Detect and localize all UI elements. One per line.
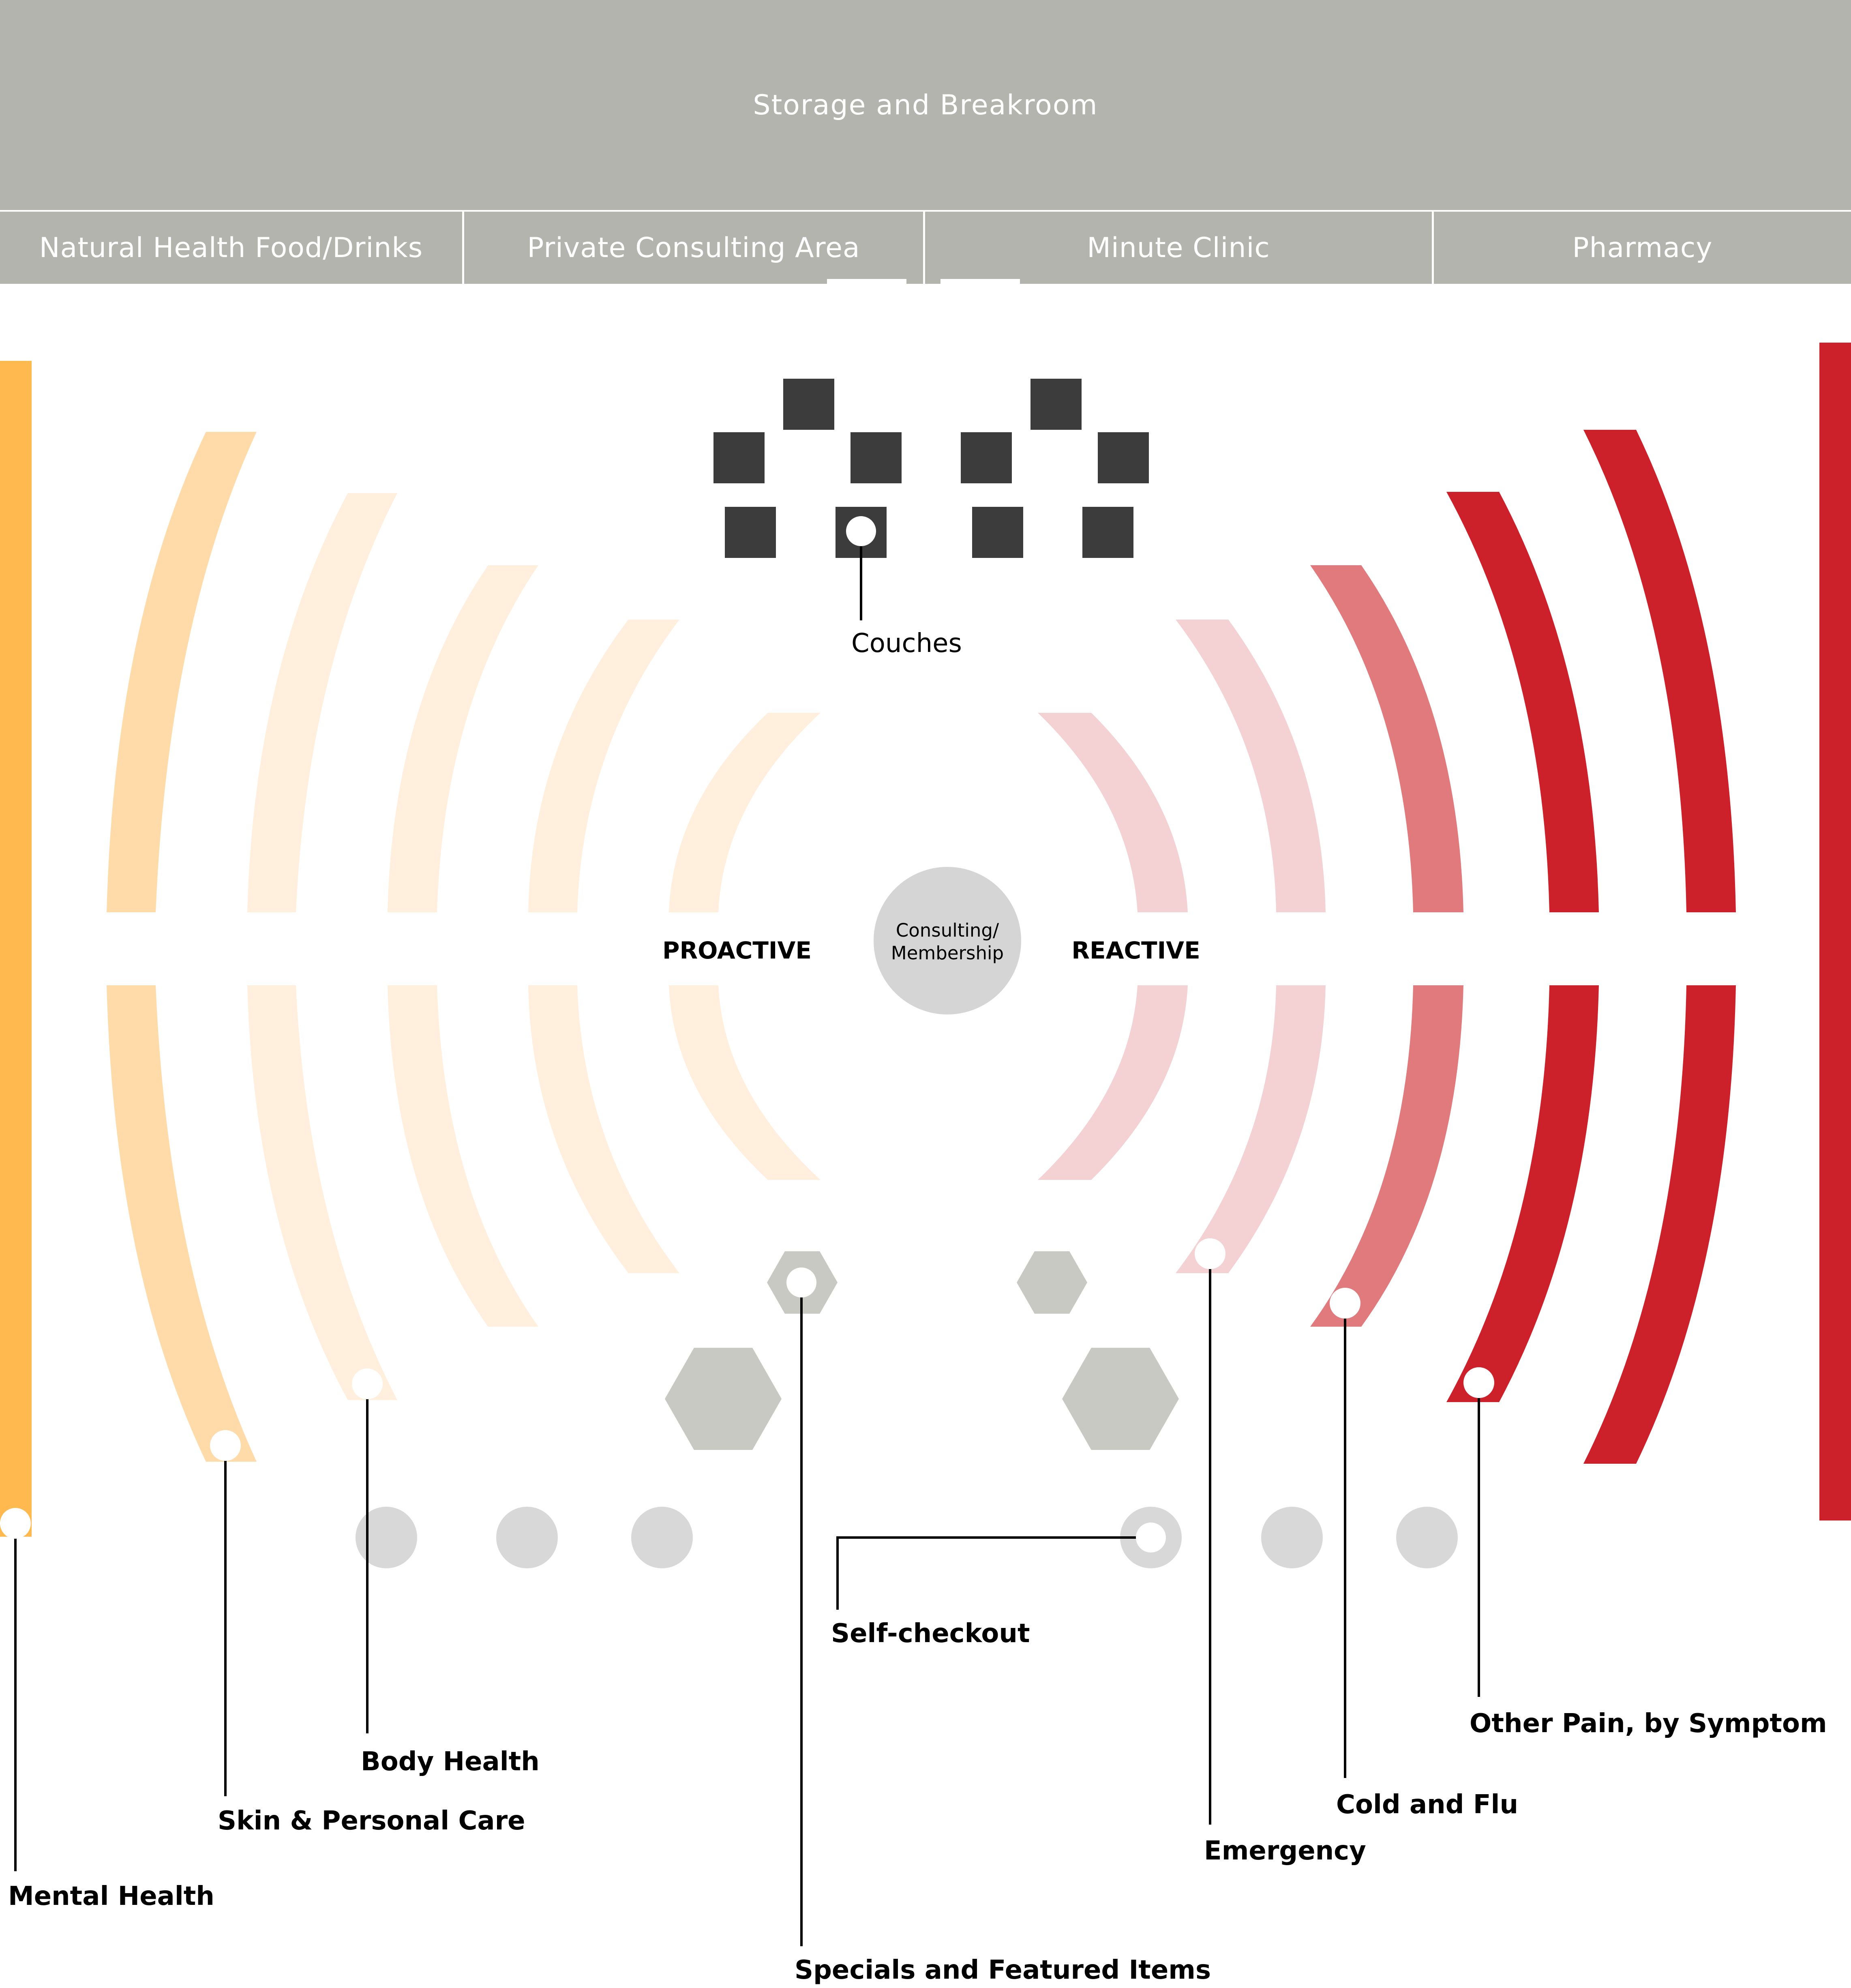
cold-flu-arc-upper [1310,565,1463,912]
other-pain-arc-upper [1446,492,1599,912]
room-natural-label: Natural Health Food/Drinks [39,232,423,264]
couch [851,432,902,483]
self-checkout-station [1396,1507,1458,1568]
cold-flu-arc-lower [1310,985,1463,1327]
mental-health-marker [0,1508,31,1539]
emergency-marker [1195,1238,1225,1269]
couch [972,507,1023,558]
proactive-arc-3-upper [388,565,538,912]
room-storage-label: Storage and Breakroom [753,89,1098,121]
reactive-arc-outer-upper [1583,430,1736,912]
reactive-arc-1-upper [1038,713,1188,912]
couch [713,432,765,483]
self-checkout-station [356,1507,417,1568]
emergency-arc-lower [1176,985,1326,1273]
mental-health-wall-shelf [0,361,32,1537]
couch [1082,507,1133,558]
hub-label-line1: Consulting/ [896,920,999,941]
proactive-arc-4-upper [528,620,679,912]
cold-flu-marker [1330,1288,1360,1319]
other-pain-marker [1463,1367,1494,1398]
other-pain-arc-lower [1446,985,1599,1402]
body-health-arc-upper [247,493,397,912]
skin-care-marker [210,1430,241,1461]
room-pharmacy-label: Pharmacy [1572,232,1713,264]
cold-flu-label: Cold and Flu [1336,1790,1518,1820]
specials-marker [786,1267,816,1297]
self-checkout-leader [836,1536,1151,1610]
room-natural-health: Natural Health Food/Drinks [0,212,462,284]
door-consulting [827,279,906,285]
couch [725,507,776,558]
proactive-arc-4-lower [528,985,679,1273]
proactive-label: PROACTIVE [662,937,812,964]
couches-marker [846,516,876,546]
skin-care-label: Skin & Personal Care [218,1806,525,1836]
self-checkout-station [1261,1507,1323,1568]
room-consulting-label: Private Consulting Area [527,232,860,264]
specials-label: Specials and Featured Items [795,1955,1211,1985]
hub-label-line2: Membership [891,942,1004,964]
skin-care-arc-upper [107,432,257,912]
self-checkout-label: Self-checkout [831,1619,1030,1649]
couch [783,379,834,430]
mental-health-label: Mental Health [8,1881,214,1911]
door-minute-clinic [940,279,1020,285]
couch [1098,432,1149,483]
reactive-arc-1-lower [1038,985,1188,1180]
feature-fixture-large [1062,1348,1179,1450]
skin-care-arc-lower [107,985,257,1462]
body-health-label: Body Health [361,1747,540,1777]
emergency-label: Emergency [1204,1836,1366,1866]
room-storage-breakroom: Storage and Breakroom [0,0,1851,210]
couch [961,432,1012,483]
room-minute-label: Minute Clinic [1087,232,1270,264]
room-minute-clinic: Minute Clinic [925,212,1432,284]
other-pain-label: Other Pain, by Symptom [1470,1709,1827,1739]
body-health-arc-lower [247,985,397,1400]
self-checkout-station [631,1507,693,1568]
couches-label: Couches [851,628,962,658]
proactive-arc-3-lower [388,985,538,1327]
emergency-arc-upper [1176,620,1326,912]
reactive-label: REACTIVE [1071,937,1200,964]
pain-wall-shelf [1819,343,1851,1520]
couch [1030,379,1082,430]
self-checkout-marker [1136,1523,1166,1553]
body-health-marker [352,1368,383,1399]
feature-fixture-large [665,1348,782,1450]
reactive-arc-outer-lower [1583,985,1736,1464]
room-private-consulting: Private Consulting Area [464,212,923,284]
feature-fixture-small [1017,1251,1087,1314]
proactive-arc-5-upper [669,713,821,912]
consulting-membership-hub [874,867,1021,1014]
proactive-arc-5-lower [669,985,821,1180]
room-pharmacy: Pharmacy [1434,212,1851,284]
self-checkout-station [496,1507,558,1568]
